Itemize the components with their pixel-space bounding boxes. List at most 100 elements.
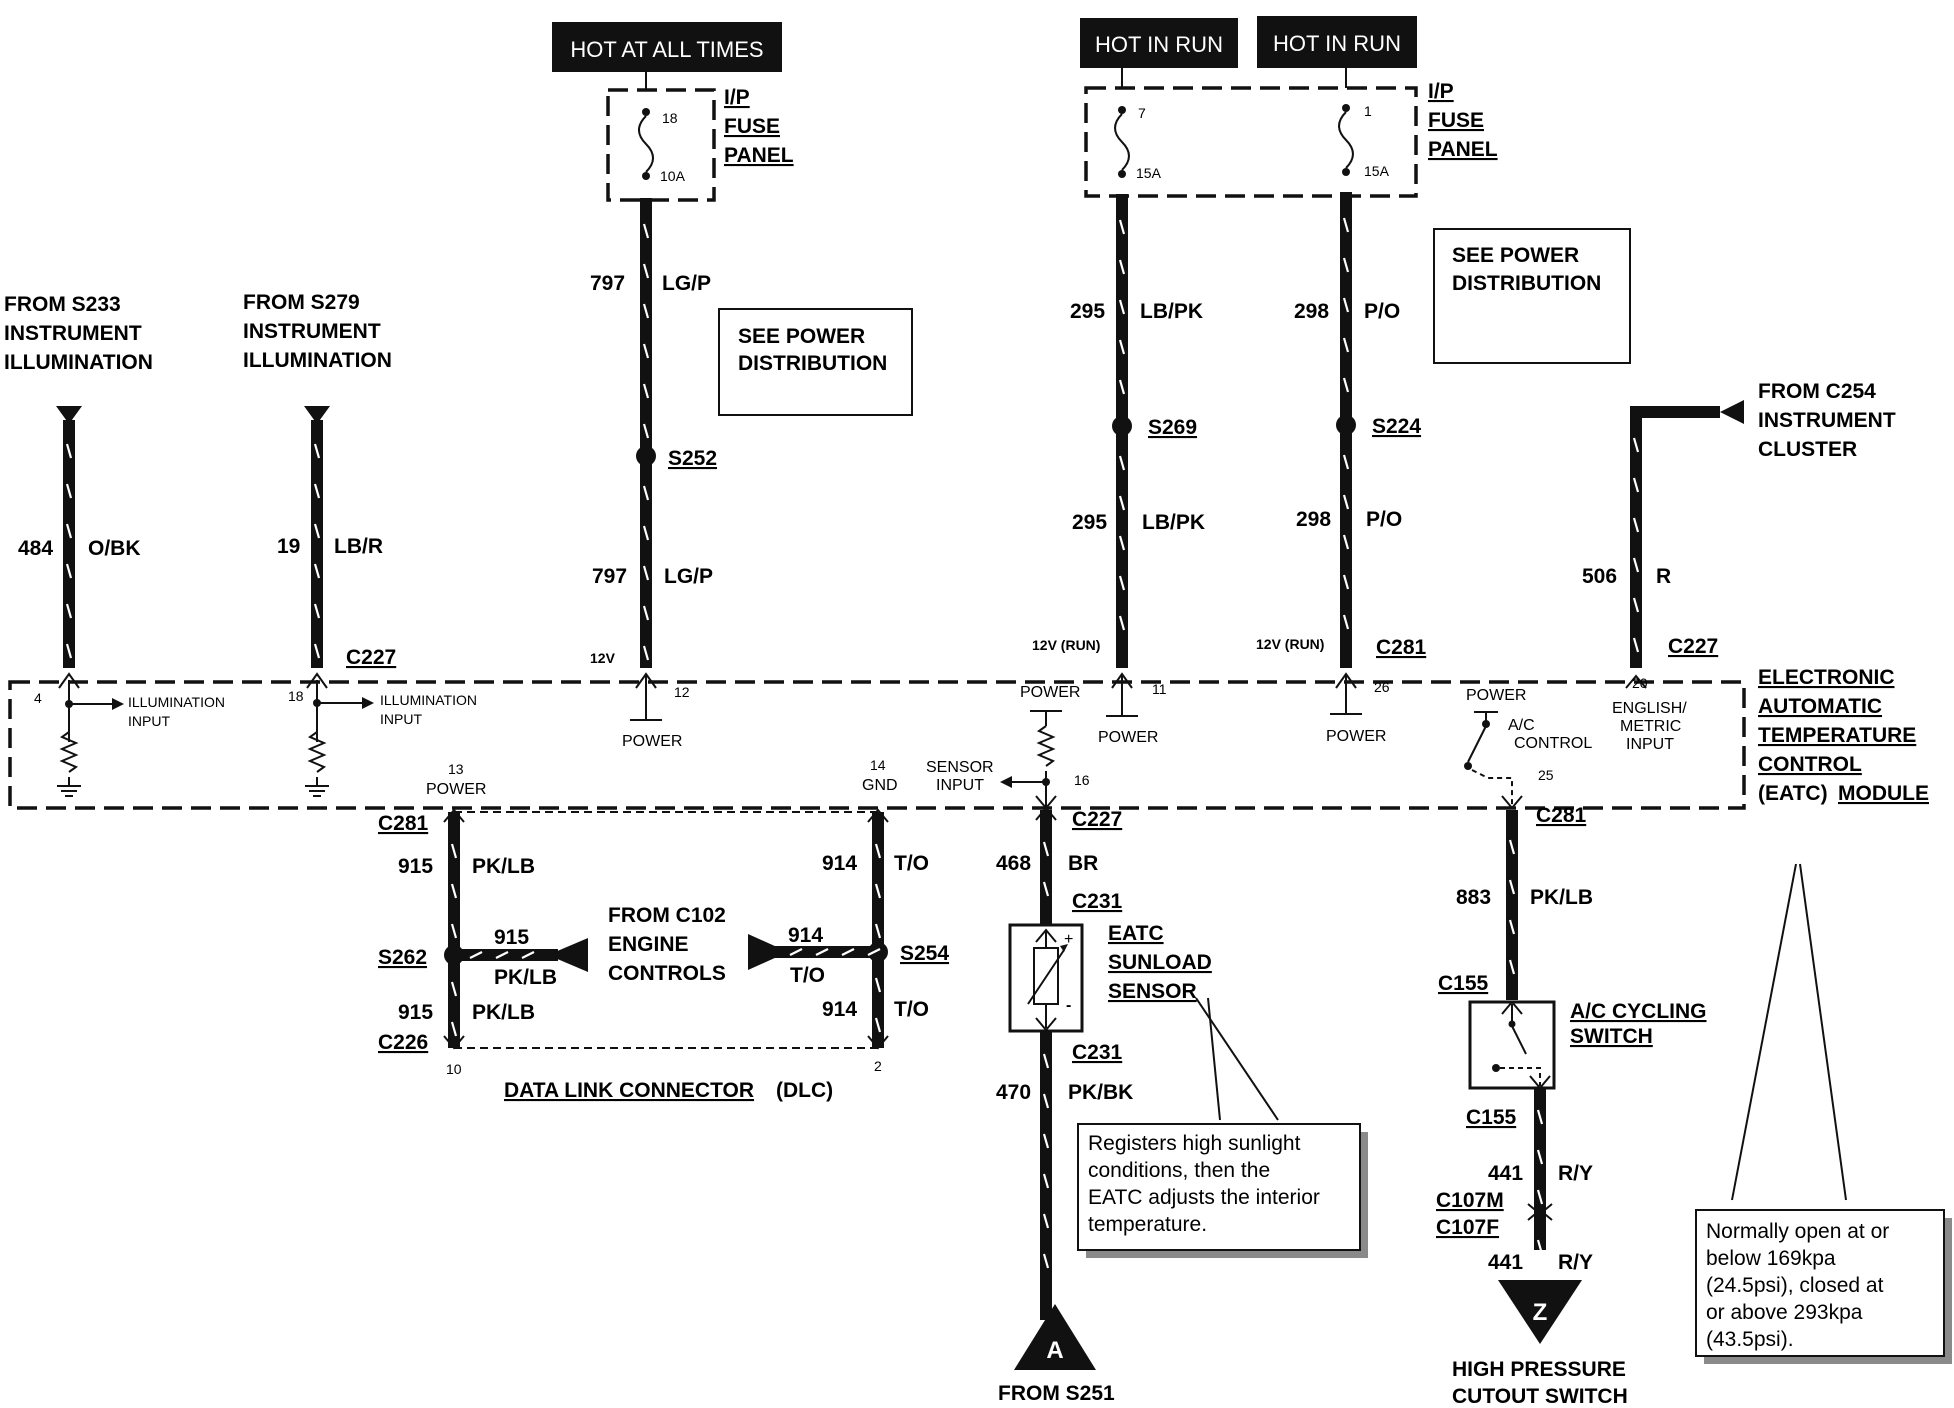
sunload-sensor-label: EATC	[1108, 922, 1164, 945]
from-c254-label: FROM C254 INSTRUMENT CLUSTER	[1758, 380, 1896, 461]
wire-stripe	[874, 1017, 882, 1033]
svg-text:T/O: T/O	[894, 998, 929, 1021]
splice-s252-dot	[636, 446, 656, 466]
svg-text:FROM S279: FROM S279	[243, 291, 360, 314]
fuse-panel-label: PANEL	[724, 144, 794, 167]
svg-text:19: 19	[277, 535, 300, 558]
svg-text:LG/P: LG/P	[664, 565, 713, 588]
wire-stripe	[642, 383, 650, 399]
svg-text:INPUT: INPUT	[1626, 736, 1674, 753]
eatc-module-label: ELECTRONIC AUTOMATIC TEMPERATURE CONTROL…	[1758, 666, 1929, 805]
hot-at-all-times-label: HOT AT ALL TIMES	[552, 22, 782, 72]
hot-label-text: HOT AT ALL TIMES	[570, 37, 763, 62]
hot-label-text: HOT IN RUN	[1273, 31, 1401, 56]
connector-c226-label: C226	[378, 1031, 428, 1054]
arrow-a-from-s251: A	[1014, 1304, 1096, 1370]
svg-text:468: 468	[996, 852, 1031, 875]
dlc-enclosure	[454, 811, 878, 1049]
wire-stripe	[1342, 217, 1350, 233]
wire-stripe	[1118, 615, 1126, 631]
fuse-panel-label: PANEL	[1428, 138, 1498, 161]
svg-text:ELECTRONIC: ELECTRONIC	[1758, 666, 1895, 689]
from-s251-label: FROM S251	[998, 1382, 1115, 1405]
connector-c281-label: C281	[1536, 804, 1587, 827]
svg-text:914: 914	[822, 852, 857, 875]
wire-stripe	[313, 603, 321, 619]
wire-stripe	[1342, 257, 1350, 273]
svg-text:12V (RUN): 12V (RUN)	[1256, 636, 1324, 652]
fuse-rating: 15A	[1136, 165, 1162, 181]
wire-stripe	[1042, 1053, 1050, 1069]
connector-c227-label: C227	[1072, 808, 1122, 831]
wire-stripe	[1118, 299, 1126, 315]
wire-stripe	[1118, 495, 1126, 511]
svg-text:14: 14	[870, 757, 886, 773]
ac-cycling-switch-label: SWITCH	[1570, 1025, 1653, 1048]
splice-s269-label: S269	[1148, 416, 1197, 439]
svg-text:914: 914	[788, 924, 823, 947]
svg-text:GND: GND	[862, 777, 898, 794]
dlc-label: DATA LINK CONNECTOR	[504, 1079, 754, 1102]
wire-stripe	[642, 565, 650, 581]
svg-text:CONTROL: CONTROL	[1514, 735, 1592, 752]
wire-stripe	[1118, 339, 1126, 355]
svg-text:ILLUMINATION: ILLUMINATION	[243, 349, 392, 372]
dlc-label-suffix: (DLC)	[776, 1079, 833, 1102]
sunload-sensor-label: SENSOR	[1108, 980, 1197, 1003]
svg-text:METRIC: METRIC	[1620, 718, 1681, 735]
svg-text:11: 11	[1152, 681, 1167, 697]
hot-label-text: HOT IN RUN	[1095, 32, 1223, 57]
note-pressure: Normally open at or below 169kpa (24.5ps…	[1695, 863, 1952, 1364]
splice-s262-label: S262	[378, 946, 427, 969]
wire-stripe	[65, 603, 73, 619]
wire-stripe	[841, 948, 855, 956]
fuse-rating: 10A	[660, 168, 686, 184]
from-c102-label: FROM C102 ENGINE CONTROLS	[608, 904, 726, 985]
wire-stripe	[450, 981, 458, 997]
svg-text:AUTOMATIC: AUTOMATIC	[1758, 695, 1882, 718]
illumination-input-circuit-1	[57, 672, 124, 797]
svg-text:POWER: POWER	[622, 733, 682, 750]
ac-control-switch	[1464, 711, 1523, 810]
svg-text:797: 797	[592, 565, 627, 588]
wire-stripe	[1342, 454, 1350, 470]
connector-arrow	[548, 938, 588, 972]
wire-stripe	[450, 1021, 458, 1037]
wire-stripe	[1042, 881, 1050, 897]
connector-arrow	[304, 406, 330, 424]
wire-stripe	[874, 923, 882, 939]
svg-text:PK/LB: PK/LB	[494, 966, 557, 989]
eatc-module-box	[8, 680, 1746, 810]
ac-cycling-switch-label: A/C CYCLING	[1570, 1000, 1707, 1023]
wire-stripe	[1508, 919, 1516, 935]
svg-text:PK/LB: PK/LB	[472, 855, 535, 878]
wire-stripe	[1632, 437, 1640, 453]
svg-text:25: 25	[1538, 767, 1554, 783]
fuse-number: 18	[662, 110, 678, 126]
svg-text:T/O: T/O	[894, 852, 929, 875]
wire-stripe	[642, 525, 650, 541]
wire-stripe	[521, 951, 535, 959]
wire-stripe	[874, 843, 882, 859]
svg-text:298: 298	[1294, 300, 1329, 323]
splice-s269-dot	[1112, 416, 1132, 436]
wire-stripe	[1118, 535, 1126, 551]
svg-text:PK/LB: PK/LB	[1530, 886, 1593, 909]
power-pin-26	[1330, 672, 1362, 715]
wire-stripe	[642, 485, 650, 501]
wire-stripe	[1342, 337, 1350, 353]
wire-stripe	[450, 843, 458, 859]
svg-text:12: 12	[674, 684, 690, 700]
svg-text:PK/BK: PK/BK	[1068, 1081, 1133, 1104]
wire-stripe	[642, 343, 650, 359]
wire-stripe	[1342, 297, 1350, 313]
from-s279-label: FROM S279 INSTRUMENT ILLUMINATION	[243, 291, 392, 372]
svg-text:PK/LB: PK/LB	[472, 1001, 535, 1024]
wire-stripe	[65, 563, 73, 579]
svg-text:LB/PK: LB/PK	[1140, 300, 1203, 323]
fuse-number: 1	[1364, 103, 1372, 119]
svg-text:CONTROL: CONTROL	[1758, 753, 1862, 776]
svg-text:POWER: POWER	[1466, 687, 1526, 704]
svg-text:-: -	[1066, 997, 1071, 1014]
wire-stripe	[642, 303, 650, 319]
